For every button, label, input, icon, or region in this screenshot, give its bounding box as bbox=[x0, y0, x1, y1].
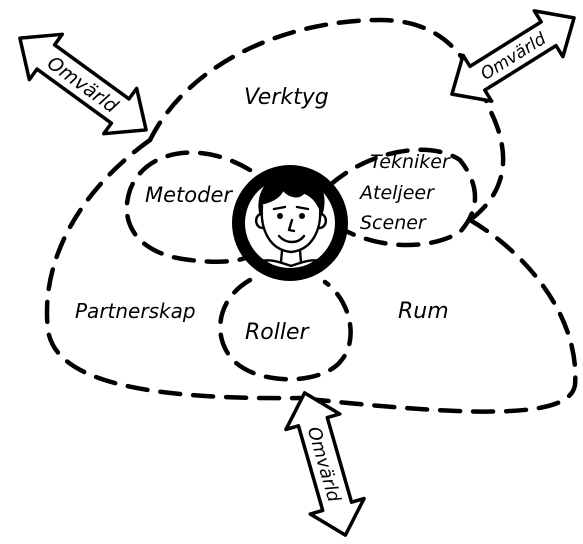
double-headed-arrow-icon bbox=[18, 32, 148, 136]
omvarld-arrow-top-right: Omvärld bbox=[450, 9, 576, 103]
partnerskap-label: Partnerskap bbox=[75, 299, 196, 323]
verktyg-label: Verktyg bbox=[244, 85, 329, 110]
tekniker-loop bbox=[327, 147, 478, 248]
double-headed-arrow-icon bbox=[450, 9, 576, 103]
rum-label: Rum bbox=[398, 299, 449, 324]
scener-label: Scener bbox=[360, 212, 427, 234]
verktyg-region bbox=[147, 17, 506, 223]
double-headed-arrow-icon bbox=[284, 391, 366, 537]
ateljeer-label: Ateljeer bbox=[358, 182, 435, 204]
roller-loop bbox=[218, 277, 353, 382]
child-portrait-icon bbox=[232, 165, 348, 281]
roller-label: Roller bbox=[245, 320, 311, 345]
tekniker-label: Tekniker bbox=[370, 151, 451, 173]
metoder-loop bbox=[124, 150, 253, 264]
metoder-label: Metoder bbox=[145, 183, 233, 207]
omvarld-arrow-top-left: Omvärld bbox=[18, 32, 148, 136]
omvarld-arrow-bottom: Omvärld bbox=[284, 391, 366, 537]
partnerskap-region bbox=[44, 137, 303, 401]
rum-region bbox=[297, 217, 578, 414]
